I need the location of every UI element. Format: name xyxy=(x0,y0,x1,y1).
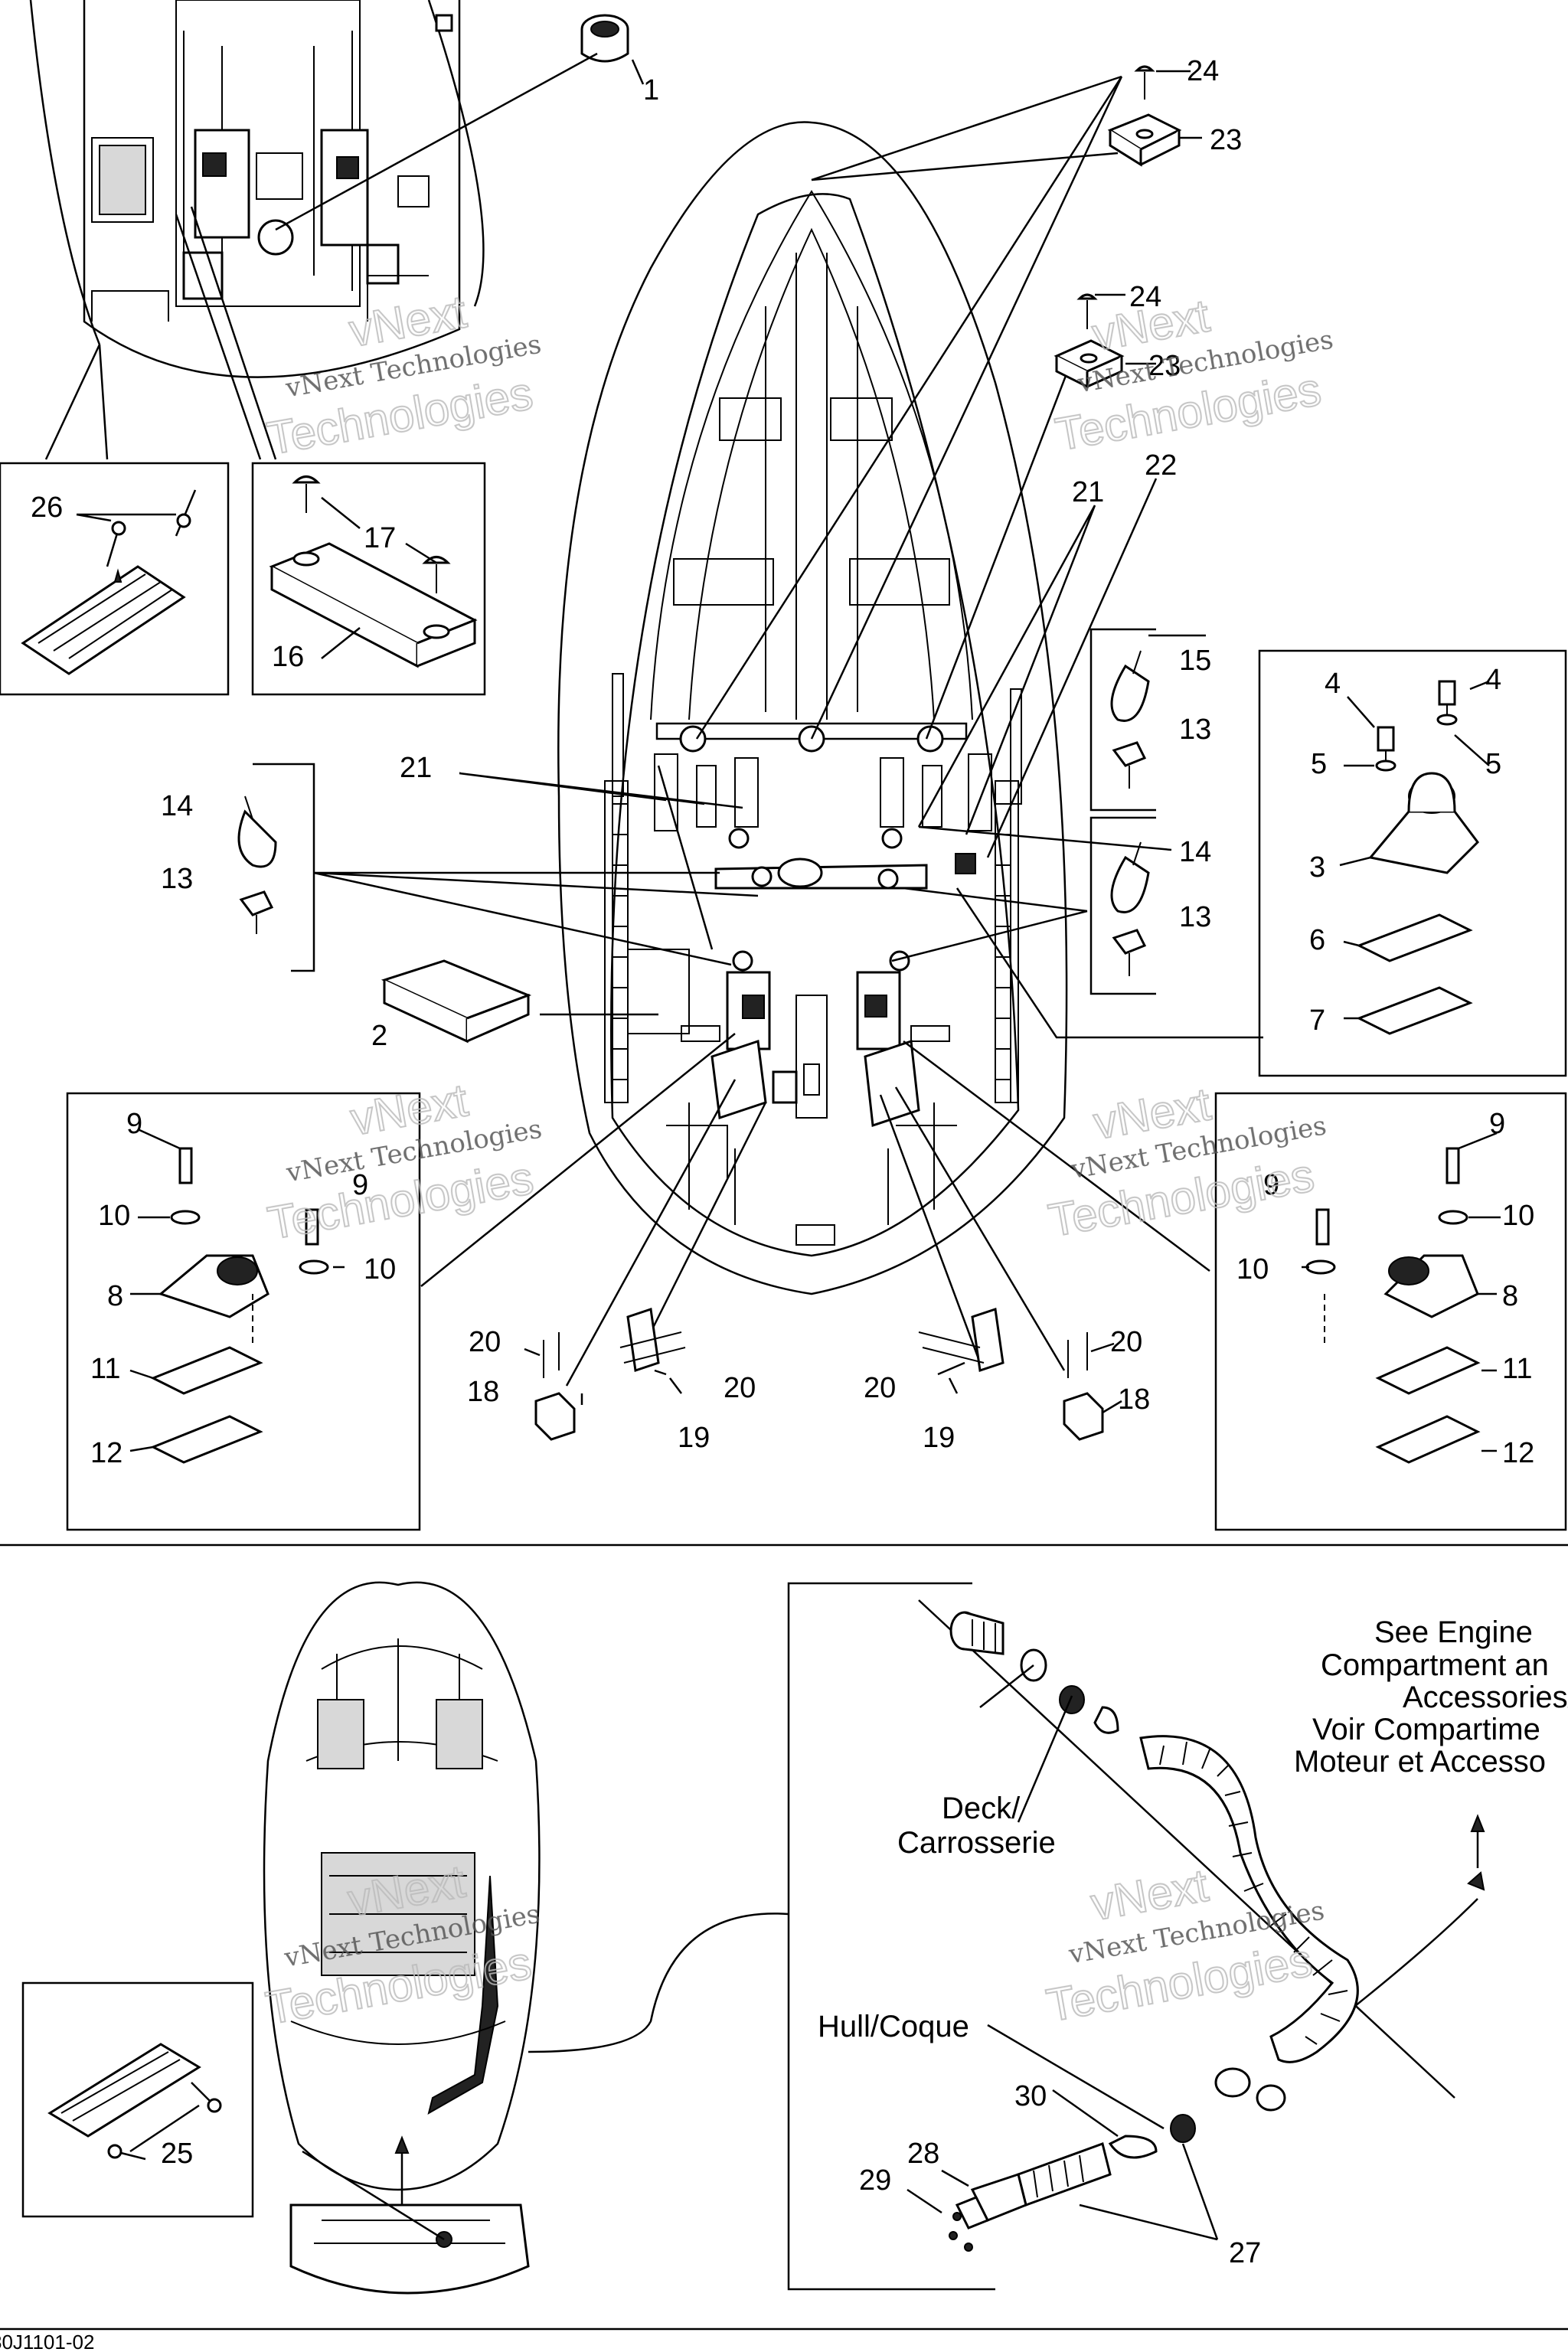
rear-deck-close-up xyxy=(289,2203,530,2295)
notes: Deck/ Carrosserie Hull/Coque See Engine … xyxy=(818,1615,1568,2043)
part-2-foam-pad xyxy=(381,959,532,1044)
callout-18-right: 18 xyxy=(1118,1383,1150,1416)
detail-box-8-12-left xyxy=(66,1092,421,1531)
callout-21-right: 21 xyxy=(1072,476,1104,508)
see-engine-line2: Compartment an xyxy=(1321,1648,1549,1682)
callout-20-right-a: 20 xyxy=(864,1372,896,1404)
callout-28: 28 xyxy=(907,2138,939,2170)
see-engine-line5: Moteur et Accesso xyxy=(1294,1745,1546,1779)
deck-note-line2: Carrosserie xyxy=(897,1826,1056,1860)
callout-14-left: 14 xyxy=(161,790,193,822)
callout-5-left: 5 xyxy=(1311,748,1327,780)
callout-25: 25 xyxy=(161,2138,193,2170)
deck-note-line1: Deck/ xyxy=(942,1792,1021,1825)
callout-4-left: 4 xyxy=(1325,668,1341,700)
callout-10-right-a: 10 xyxy=(1502,1200,1534,1232)
callout-24-top: 24 xyxy=(1187,55,1219,87)
callout-23-top: 23 xyxy=(1210,124,1242,156)
callout-17: 17 xyxy=(364,522,396,554)
callout-26: 26 xyxy=(31,492,63,524)
callout-1: 1 xyxy=(643,74,659,106)
part-1-grommet xyxy=(580,14,629,63)
part-23-24-top xyxy=(1107,65,1182,167)
callout-13-right-a: 13 xyxy=(1179,714,1211,746)
callout-18-left: 18 xyxy=(467,1376,499,1408)
callout-24-mid: 24 xyxy=(1129,281,1161,313)
callout-5-right: 5 xyxy=(1485,748,1501,780)
callout-19-right: 19 xyxy=(923,1422,955,1454)
callout-11-right: 11 xyxy=(1502,1353,1532,1385)
craft-overview xyxy=(263,1581,541,2191)
callout-20-right-b: 20 xyxy=(1110,1326,1142,1358)
hull-top-view xyxy=(557,121,1068,1295)
callout-20-left-a: 20 xyxy=(469,1326,501,1358)
callout-15: 15 xyxy=(1179,645,1211,677)
callout-14-right: 14 xyxy=(1179,836,1211,868)
callout-30: 30 xyxy=(1014,2080,1047,2112)
detail-box-13-14-right xyxy=(1089,816,1156,995)
callout-10-left-b: 10 xyxy=(364,1253,396,1285)
callout-27: 27 xyxy=(1229,2237,1261,2269)
callout-19-left: 19 xyxy=(678,1422,710,1454)
callout-11-left: 11 xyxy=(90,1353,120,1385)
see-engine-line1: See Engine xyxy=(1374,1615,1533,1649)
detail-box-13-14-left xyxy=(237,763,315,972)
drain-hose-detail-box xyxy=(528,1582,1485,2291)
drawing-code: 80J1101-02 xyxy=(0,2331,94,2352)
callout-2: 2 xyxy=(371,1020,387,1052)
detail-box-16-17 xyxy=(251,462,486,696)
callout-12-left: 12 xyxy=(90,1437,122,1469)
detail-box-3-7 xyxy=(1258,649,1567,1077)
callout-12-right: 12 xyxy=(1502,1437,1534,1469)
callout-6: 6 xyxy=(1309,924,1325,956)
callout-22: 22 xyxy=(1145,449,1177,482)
hull-note: Hull/Coque xyxy=(818,2010,969,2043)
callout-3: 3 xyxy=(1309,851,1325,884)
callout-13-left: 13 xyxy=(161,863,193,895)
callout-9-right-a: 9 xyxy=(1489,1108,1505,1140)
callout-9-left-a: 9 xyxy=(126,1108,142,1140)
callout-20-left-b: 20 xyxy=(724,1372,756,1404)
callout-4-right: 4 xyxy=(1485,664,1501,696)
detail-box-13-15 xyxy=(1089,628,1156,812)
callout-16: 16 xyxy=(272,641,304,673)
callout-10-right-b: 10 xyxy=(1236,1253,1269,1285)
callout-13-right-b: 13 xyxy=(1179,901,1211,933)
callout-10-left-a: 10 xyxy=(98,1200,130,1232)
callout-9-left-b: 9 xyxy=(352,1169,368,1201)
see-engine-line3: Accessories/ xyxy=(1403,1681,1568,1714)
callout-labels: 1 2 3 4 4 5 5 6 7 8 8 9 9 9 9 10 10 10 1… xyxy=(31,55,1534,2269)
part-23-24-mid xyxy=(1054,293,1125,389)
detail-box-26 xyxy=(0,462,230,696)
callout-9-right-b: 9 xyxy=(1263,1169,1279,1201)
brackets-18-19-20 xyxy=(524,1308,1122,1441)
callout-23-mid: 23 xyxy=(1148,350,1181,382)
callout-29: 29 xyxy=(859,2164,891,2197)
callout-8-right: 8 xyxy=(1502,1280,1518,1312)
callout-21-left: 21 xyxy=(400,752,432,784)
rear-deck-detail-view xyxy=(29,0,645,460)
callout-8-left: 8 xyxy=(107,1280,123,1312)
detail-box-8-12-right xyxy=(1214,1092,1567,1531)
callout-7: 7 xyxy=(1309,1004,1325,1037)
detail-box-25 xyxy=(21,1981,254,2218)
see-engine-line4: Voir Compartime xyxy=(1312,1713,1540,1746)
